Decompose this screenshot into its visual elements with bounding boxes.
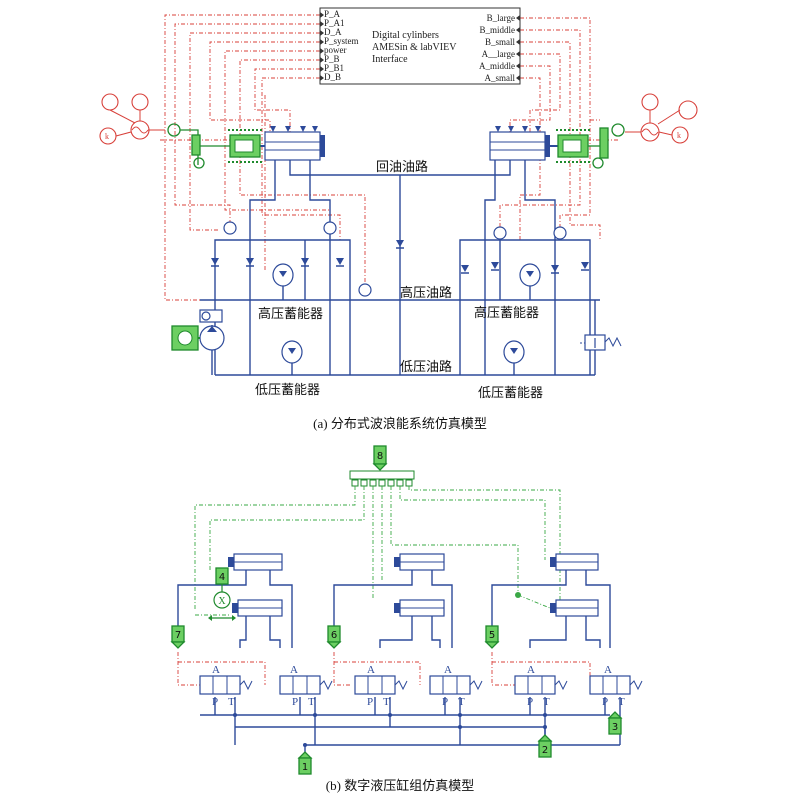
interface-title: Digital cylinbers AMESin & labVIEV Inter…	[372, 30, 457, 65]
port-block-4: 4	[215, 567, 229, 585]
port-b-large: B_large	[487, 13, 515, 23]
low-pressure-line-label: 低压油路	[400, 359, 452, 374]
return-line-label: 回油油路	[376, 159, 428, 174]
valve-2-p-label: P	[292, 696, 298, 708]
port-power: power	[324, 45, 347, 55]
valve-1-t-label: T	[228, 696, 235, 708]
signal-wires-b	[194, 486, 561, 616]
port-6-label: 6	[331, 630, 337, 641]
valve-6-t-label: T	[618, 696, 625, 708]
valve-2	[279, 675, 333, 695]
port-block-3: 3	[607, 711, 623, 735]
port-block-6: 6	[326, 625, 342, 649]
high-pressure-line-label: 高压油路	[400, 285, 452, 300]
port-p-a1: P_A1	[324, 18, 345, 28]
valve-4	[429, 675, 483, 695]
pump-motor	[171, 309, 225, 351]
valve-6-p-label: P	[602, 696, 608, 708]
lp-accumulator-right-label: 低压蓄能器	[478, 385, 543, 400]
directional-valves	[199, 675, 643, 695]
valve-5-a-label: A	[527, 664, 535, 676]
cylinders-b	[228, 553, 599, 617]
port-b-middle: B_middle	[480, 25, 516, 35]
valve-5-p-label: P	[527, 696, 533, 708]
port-2-label: 2	[542, 745, 548, 756]
port-3-label: 3	[612, 722, 618, 733]
valve-2-a-label: A	[290, 664, 298, 676]
hp-accumulator-right-label: 高压蓄能器	[474, 305, 539, 320]
valve-6-a-label: A	[604, 664, 612, 676]
port-block-1: 1	[297, 751, 313, 775]
interface-right-ports: B_large B_middle B_small A__large A_midd…	[479, 13, 515, 83]
interface-title-line-3: Interface	[372, 54, 408, 65]
cylinder-left	[245, 126, 325, 161]
valve-signal-lines	[177, 652, 591, 686]
mechanical-block-left	[167, 123, 262, 169]
valve-6	[589, 675, 643, 695]
port-a-large: A__large	[482, 49, 515, 59]
hub-label: 8	[377, 451, 383, 462]
signal-wires-a	[160, 14, 620, 301]
accumulators-a	[272, 263, 541, 364]
sensor-label: X	[218, 596, 226, 607]
lp-accumulator-left-label: 低压蓄能器	[255, 382, 320, 397]
valve-3-p-label: P	[367, 696, 373, 708]
port-a-small: A_small	[485, 73, 516, 83]
relief-valve	[580, 334, 622, 351]
figure-a: P_A P_A1 D_A P_system power P_B P_B1 D_B…	[99, 7, 698, 431]
svg-text:k: k	[105, 132, 109, 141]
interface-left-ports: P_A P_A1 D_A P_system power P_B P_B1 D_B	[324, 9, 359, 82]
signal-hub: 8	[349, 445, 415, 487]
port-p-a: P_A	[324, 9, 341, 19]
port-5-label: 5	[489, 630, 495, 641]
valve-1-p-label: P	[212, 696, 218, 708]
wave-source-left: k	[99, 93, 165, 145]
valve-port-labels: A A A A A A P T P T P T P T P T P T	[212, 664, 625, 708]
mechanical-block-right	[556, 123, 625, 169]
valve-4-p-label: P	[442, 696, 448, 708]
valves-right	[461, 226, 589, 274]
labels-a: 回油油路 高压油路 高压蓄能器 高压蓄能器 低压油路 低压蓄能器 低压蓄能器	[255, 159, 543, 400]
valve-4-t-label: T	[458, 696, 465, 708]
port-4-label: 4	[219, 572, 225, 583]
displacement-sensor: X	[208, 584, 236, 621]
cylinder-right	[489, 126, 570, 161]
hydraulic-lines-b	[177, 570, 621, 752]
port-p-b1: P_B1	[324, 63, 344, 73]
valve-1-a-label: A	[212, 664, 220, 676]
port-7-label: 7	[175, 630, 181, 641]
figure-b: 8	[170, 445, 643, 793]
interface-title-line-1: Digital cylinbers	[372, 30, 439, 41]
port-p-b: P_B	[324, 54, 340, 64]
svg-text:k: k	[677, 131, 681, 140]
interface-block: P_A P_A1 D_A P_system power P_B P_B1 D_B…	[319, 7, 521, 85]
wave-source-right: k	[625, 93, 698, 144]
interface-title-line-2: AMESin & labVIEV	[372, 42, 457, 53]
port-1-label: 1	[302, 762, 308, 773]
hydraulic-lines-a	[200, 160, 600, 376]
port-d-a: D_A	[324, 27, 342, 37]
valve-3	[354, 675, 408, 695]
valves-left	[211, 221, 404, 297]
port-b-small: B_small	[485, 37, 516, 47]
valve-5	[514, 675, 568, 695]
port-a-middle: A_middle	[479, 61, 515, 71]
port-blocks: 4 7 6 5 1	[170, 567, 623, 775]
port-p-system: P_system	[324, 36, 359, 46]
port-block-7: 7	[170, 625, 186, 649]
hp-accumulator-left-label: 高压蓄能器	[258, 306, 323, 321]
valve-4-a-label: A	[444, 664, 452, 676]
port-d-b: D_B	[324, 72, 341, 82]
valve-5-t-label: T	[543, 696, 550, 708]
valve-3-a-label: A	[367, 664, 375, 676]
port-block-5: 5	[484, 625, 500, 649]
figure-b-caption: (b) 数字液压缸组仿真模型	[326, 778, 474, 793]
valve-1	[199, 675, 253, 695]
figure-a-caption: (a) 分布式波浪能系统仿真模型	[313, 416, 487, 431]
valve-3-t-label: T	[383, 696, 390, 708]
port-block-2: 2	[537, 734, 553, 758]
valve-2-t-label: T	[308, 696, 315, 708]
